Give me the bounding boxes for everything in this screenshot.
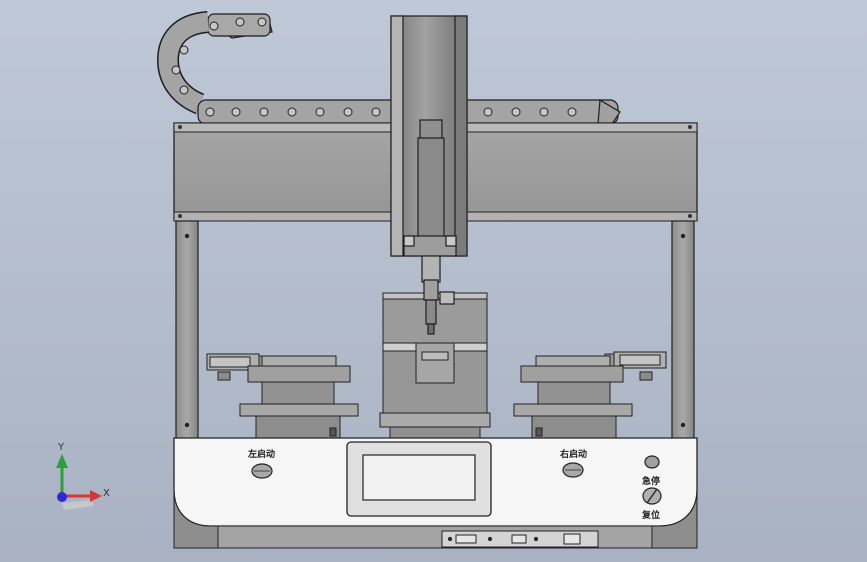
chain-link-pin — [231, 107, 241, 117]
right-start-button[interactable] — [562, 462, 584, 478]
emergency-stop-knob[interactable] — [642, 487, 662, 505]
z-axis-head — [390, 15, 468, 335]
axis-triad — [56, 454, 102, 510]
chain-link-pin — [179, 85, 189, 95]
chain-link-pin — [371, 107, 381, 117]
chain-link-pin — [205, 107, 215, 117]
chain-link-pin — [287, 107, 297, 117]
left-column — [175, 220, 199, 440]
right-column — [671, 220, 695, 440]
chain-link-pin — [209, 21, 219, 31]
left-start-button[interactable] — [251, 463, 273, 479]
chain-link-pin — [259, 107, 269, 117]
chain-link-pin — [511, 107, 521, 117]
indicator-light — [644, 455, 660, 469]
chain-link-pin — [171, 65, 181, 75]
x-axis-label: X — [103, 488, 110, 499]
chain-link-pin — [235, 17, 245, 27]
chain-link-pin — [483, 107, 493, 117]
chain-link-pin — [567, 107, 577, 117]
chain-link-pin — [257, 17, 267, 27]
port-panel — [441, 530, 599, 548]
chain-link-pin — [343, 107, 353, 117]
y-axis-label: Y — [58, 442, 65, 453]
chain-link-pin — [179, 45, 189, 55]
hmi-screen[interactable] — [346, 441, 492, 517]
emergency-stop-label: 急停 — [642, 477, 661, 487]
reset-label: 复位 — [642, 511, 661, 521]
right-fixture — [513, 351, 667, 439]
left-start-label: 左启动 — [248, 450, 276, 460]
chain-link-pin — [315, 107, 325, 117]
right-start-label: 右启动 — [560, 450, 588, 460]
chain-link-pin — [539, 107, 549, 117]
left-fixture — [206, 353, 359, 439]
